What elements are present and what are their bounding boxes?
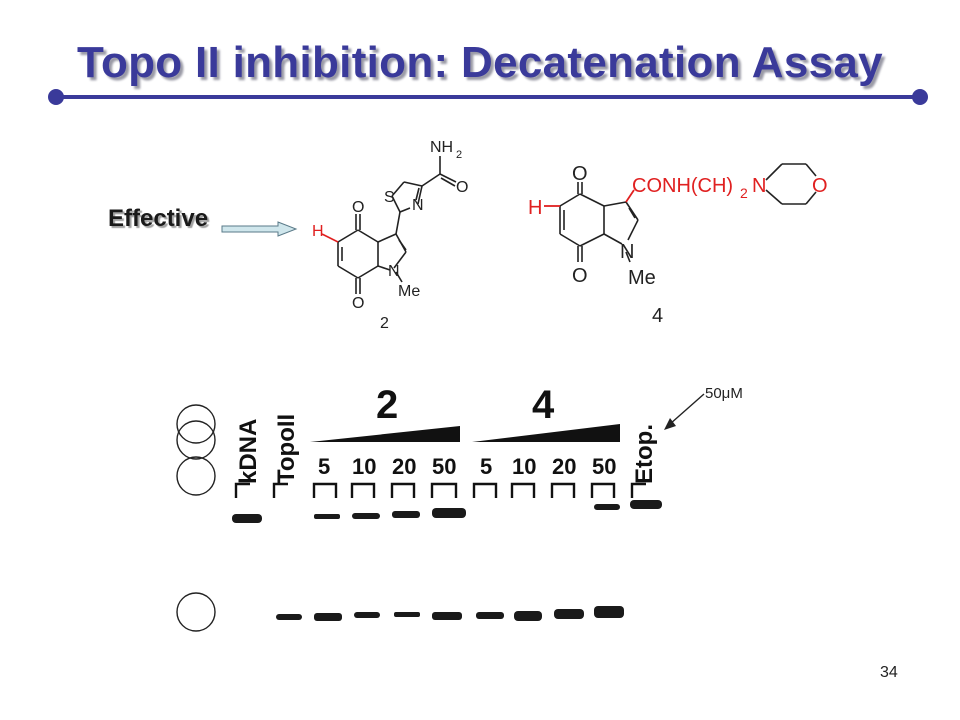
wedge-compound-2 bbox=[310, 426, 460, 442]
c4-n-atom: N bbox=[620, 241, 634, 263]
title-underline bbox=[48, 89, 928, 105]
group-label-4: 4 bbox=[532, 383, 555, 427]
gel-band bbox=[432, 508, 466, 518]
page-number: 34 bbox=[880, 664, 898, 681]
c2-h-atom: H bbox=[312, 223, 324, 240]
c2-me: Me bbox=[398, 283, 420, 300]
conc-label: 5 bbox=[318, 454, 330, 479]
gel-band bbox=[314, 613, 342, 621]
gel-band bbox=[594, 606, 624, 618]
marker-circle-2 bbox=[176, 420, 216, 460]
conc-label: 10 bbox=[352, 454, 376, 479]
marker-circle-1 bbox=[176, 404, 216, 444]
compound-4-structure: H O O N Me CONH(CH) 2 N O 4 bbox=[528, 163, 828, 327]
concentration-note: 50μM bbox=[705, 385, 743, 402]
c2-o-bottom: O bbox=[352, 295, 364, 312]
group-label-2: 2 bbox=[376, 383, 398, 427]
slide-title: Topo II inhibition: Decatenation Assay bbox=[77, 38, 883, 87]
gel-band bbox=[432, 612, 462, 620]
compound-4-number: 4 bbox=[652, 305, 663, 327]
gel-band bbox=[232, 514, 262, 523]
c4-side-chain-sub: 2 bbox=[740, 185, 748, 201]
gel-band bbox=[392, 511, 420, 518]
conc-label: 20 bbox=[552, 454, 576, 479]
c2-n-thiazole: N bbox=[412, 197, 424, 214]
c2-o-amide: O bbox=[456, 179, 468, 196]
conc-label: 5 bbox=[480, 454, 492, 479]
conc-label: 50 bbox=[592, 454, 616, 479]
conc-label: 20 bbox=[392, 454, 416, 479]
c2-o-top: O bbox=[352, 199, 364, 216]
lane-label-etop: Etop. bbox=[631, 424, 658, 484]
effective-label: Effective bbox=[108, 205, 209, 232]
gel-band bbox=[394, 612, 420, 617]
marker-circle-3 bbox=[176, 456, 216, 496]
compound-2-structure: H O O N Me S N NH 2 O 2 bbox=[312, 139, 468, 330]
gel-band bbox=[476, 612, 504, 619]
c2-n-atom: N bbox=[388, 263, 400, 280]
c2-nh: NH bbox=[430, 139, 453, 156]
marker-circle-4 bbox=[176, 592, 216, 632]
conc-label: 50 bbox=[432, 454, 456, 479]
concentration-arrow bbox=[664, 393, 705, 430]
gel-band bbox=[594, 504, 620, 510]
gel-band bbox=[352, 513, 380, 519]
c4-morpholine-o: O bbox=[812, 175, 828, 197]
c4-h-atom: H bbox=[528, 197, 542, 219]
c4-o-bottom: O bbox=[572, 265, 588, 287]
gel-band bbox=[354, 612, 380, 618]
gel-image: kDNA TopoII Etop. 2 4 5 10 20 50 5 10 20… bbox=[176, 383, 662, 632]
wedge-compound-4 bbox=[472, 424, 620, 442]
gel-band bbox=[276, 614, 302, 620]
lane-label-kdna: kDNA bbox=[235, 419, 262, 484]
gel-band bbox=[554, 609, 584, 619]
c4-morpholine-n: N bbox=[752, 175, 766, 197]
c2-nh-sub: 2 bbox=[456, 149, 462, 161]
gel-band bbox=[514, 611, 542, 621]
gel-band bbox=[314, 514, 340, 519]
c4-me: Me bbox=[628, 267, 656, 289]
c4-side-chain: CONH(CH) bbox=[632, 175, 733, 197]
conc-label: 10 bbox=[512, 454, 536, 479]
c2-s-atom: S bbox=[384, 189, 395, 206]
gel-band bbox=[630, 500, 662, 509]
effective-arrow bbox=[221, 221, 298, 237]
compound-2-number: 2 bbox=[380, 315, 389, 330]
c4-o-top: O bbox=[572, 163, 588, 185]
lane-label-topoii: TopoII bbox=[273, 414, 300, 484]
